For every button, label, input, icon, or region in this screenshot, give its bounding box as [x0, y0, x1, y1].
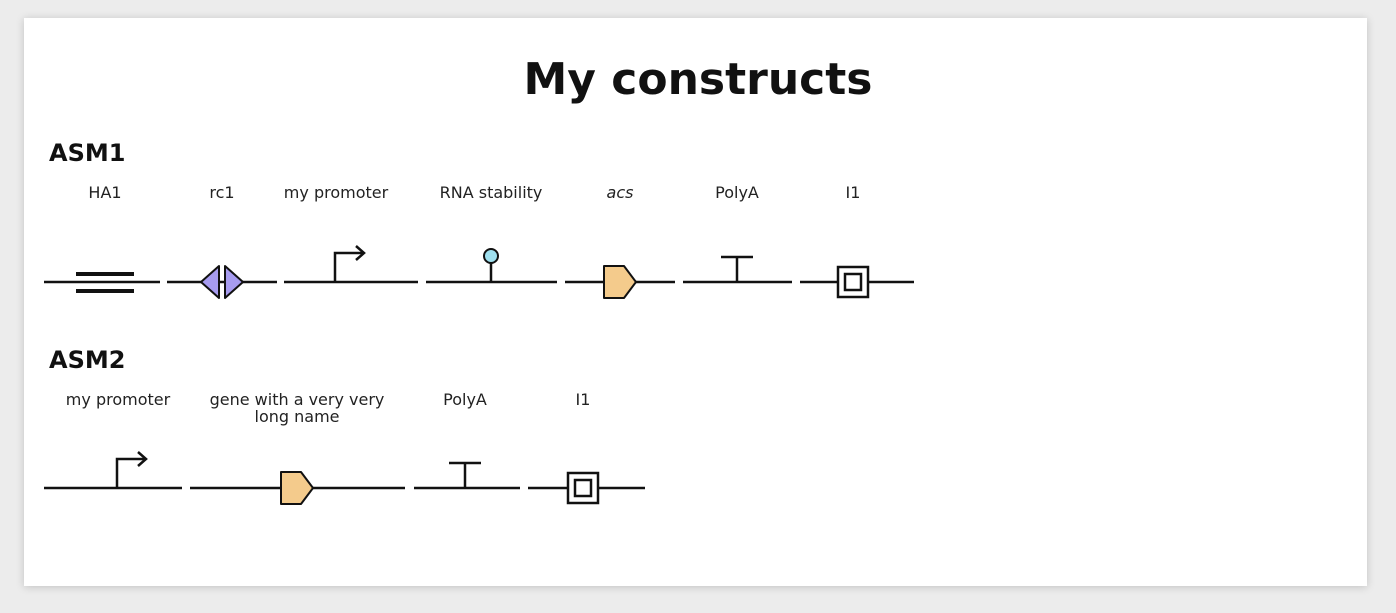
insulator-glyph — [566, 471, 600, 505]
construct-asm1: HA1 rc1 my promoter RNA stability acs PolyA I1 — [44, 183, 914, 299]
construct-title-asm2: ASM2 — [49, 346, 126, 374]
construct-title-asm1: ASM1 — [49, 139, 126, 167]
part-label: PolyA — [443, 390, 487, 409]
homology-arm-glyph — [76, 272, 134, 293]
page-title: My constructs — [523, 54, 873, 105]
diagram-card — [24, 18, 1367, 586]
cds-glyph — [603, 265, 637, 299]
part-label: my promoter — [66, 390, 171, 409]
terminator-glyph — [449, 461, 481, 488]
cds-glyph — [280, 471, 314, 505]
part-label: I1 — [576, 390, 591, 409]
part-label: RNA stability — [440, 183, 543, 202]
insulator-glyph — [836, 265, 870, 299]
part-label: my promoter — [284, 183, 389, 202]
recombination-site-glyph — [200, 265, 244, 299]
rna-stability-element-glyph — [483, 248, 499, 282]
part-label: I1 — [846, 183, 861, 202]
promoter-glyph — [115, 451, 148, 488]
terminator-glyph — [721, 255, 753, 282]
promoter-glyph — [333, 245, 366, 282]
part-label: acs — [607, 183, 634, 202]
part-label: rc1 — [209, 183, 234, 202]
part-label: HA1 — [88, 183, 121, 202]
part-label: PolyA — [715, 183, 759, 202]
